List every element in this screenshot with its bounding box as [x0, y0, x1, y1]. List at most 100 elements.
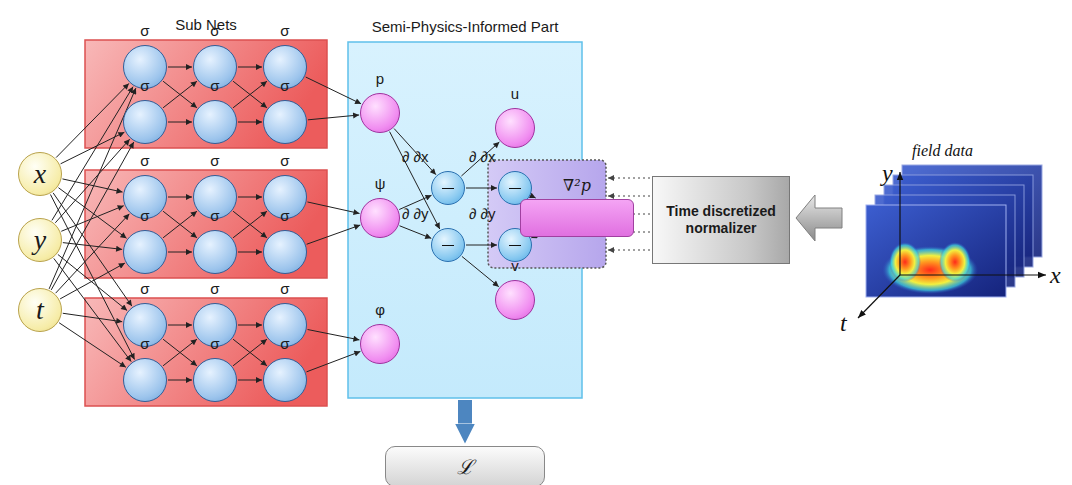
connection-arrow	[168, 197, 192, 198]
node-label: ∂ ∂x	[402, 148, 429, 165]
output-variable: φ	[360, 324, 400, 364]
connection-arrow	[63, 243, 122, 250]
node-label: σ	[94, 280, 196, 297]
node-label: ∇²p	[491, 176, 663, 195]
connection-arrow	[233, 339, 267, 366]
node-label: σ	[94, 335, 196, 352]
dotted-arrow	[608, 178, 650, 179]
node-label: σ	[164, 335, 266, 352]
node-label: Sub Nets	[55, 16, 357, 33]
sub-net-box-outline	[85, 170, 327, 278]
connection-arrow	[163, 211, 197, 238]
dotted-arrow	[608, 250, 650, 251]
node-label: Semi-Physics-Informed Part	[318, 18, 612, 35]
loss-box: ℒ	[385, 446, 545, 485]
connection-arrow	[54, 258, 131, 361]
connection-arrow	[168, 380, 192, 381]
node-label: v	[466, 257, 564, 274]
node-label: σ	[234, 207, 336, 224]
node-label: x	[34, 158, 46, 190]
node-label: φ	[331, 301, 429, 318]
physics-part-box: Semi-Physics-Informed Partpψφ∂ ∂x∂ ∂yuv∂…	[348, 42, 582, 398]
connection-arrow	[308, 115, 359, 120]
node-label: y	[34, 224, 46, 256]
connection-arrow	[238, 122, 262, 123]
node-label: ∂ ∂y	[402, 205, 429, 222]
connection-arrow	[233, 211, 267, 238]
sub-net-box-outline	[85, 298, 327, 406]
connection-arrow	[51, 142, 134, 290]
node-label: σ	[94, 77, 196, 94]
connection-arrow	[163, 339, 197, 366]
node-label: u	[466, 85, 564, 102]
node-label: σ	[234, 152, 336, 169]
node-label: σ	[164, 280, 266, 297]
connection-arrow	[58, 254, 127, 310]
output-variable: u	[495, 108, 535, 148]
derivative-operator: ∂ ∂y	[431, 228, 465, 262]
node-label: σ	[234, 22, 336, 39]
connection-arrow	[307, 351, 361, 371]
axis-line	[899, 172, 900, 275]
sub-net-box: σσσσσσ	[85, 170, 327, 278]
node-label: σ	[164, 77, 266, 94]
neuron: σ	[263, 358, 307, 402]
output-variable: p	[360, 93, 400, 133]
axis-label: y	[882, 160, 893, 187]
input-node: x	[18, 152, 62, 196]
fraction-bar	[442, 245, 454, 246]
node-label: σ	[234, 335, 336, 352]
connection-arrow	[163, 211, 197, 238]
node-label: σ	[164, 207, 266, 224]
node-label: t	[36, 294, 44, 326]
connection-arrow	[63, 313, 122, 321]
axis-label: x	[1050, 262, 1061, 289]
connection-arrow	[400, 226, 432, 239]
node-label: ψ	[331, 175, 429, 192]
neuron: σ	[193, 100, 237, 144]
connection-arrow	[466, 245, 497, 246]
connection-arrow	[168, 252, 192, 253]
node-label: σ	[164, 152, 266, 169]
node-label: ∂ ∂x	[469, 148, 496, 165]
node-label: σ	[94, 152, 196, 169]
connection-arrow	[55, 139, 129, 223]
connection-arrow	[307, 225, 361, 244]
node-label: Time discretized normalizer	[659, 203, 783, 237]
field-data-label: field data	[912, 142, 973, 160]
normalizer-box: Time discretized normalizer	[652, 176, 790, 264]
connection-arrow	[238, 67, 262, 68]
neuron: σ	[193, 358, 237, 402]
connection-arrow	[163, 81, 197, 108]
neuron: σ	[193, 230, 237, 274]
laplacian-group: ∂ ∂x∂ ∂y∇²p	[488, 160, 606, 268]
connection-arrow	[52, 87, 133, 221]
laplacian-box: ∇²p	[520, 199, 634, 237]
connection-arrow	[461, 142, 499, 176]
axis-line	[900, 274, 1046, 275]
field-frame	[866, 205, 1006, 297]
connection-arrow	[163, 339, 197, 366]
input-node: t	[18, 288, 62, 332]
connection-arrow	[238, 380, 262, 381]
neuron: σ	[263, 230, 307, 274]
connection-arrow	[59, 323, 126, 367]
connection-arrow	[233, 81, 267, 108]
connection-arrow	[168, 67, 192, 68]
sub-net-box: Sub Netsσσσσσσ	[85, 40, 327, 148]
fraction-bar	[509, 245, 521, 246]
connection-arrow	[163, 81, 197, 108]
connection-arrow	[60, 263, 125, 299]
neuron: σ	[263, 100, 307, 144]
output-variable: v	[495, 280, 535, 320]
connection-arrow	[233, 81, 267, 108]
connection-arrow	[306, 77, 361, 104]
field-plume	[889, 242, 921, 282]
connection-arrow	[168, 325, 192, 326]
connection-arrow	[308, 330, 360, 340]
dotted-arrow	[608, 196, 650, 197]
node-label: σ	[164, 22, 266, 39]
connection-arrow	[462, 256, 499, 286]
connection-arrow	[307, 202, 359, 214]
